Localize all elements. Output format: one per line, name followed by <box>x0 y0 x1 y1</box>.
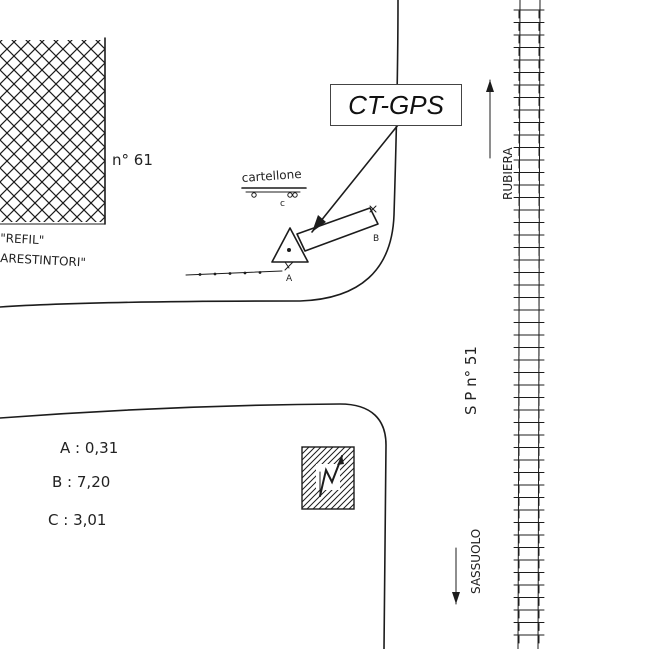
point-b-label: B <box>373 234 379 244</box>
sassuolo-label: SASSUOLO <box>469 529 483 594</box>
building-number-label: n° 61 <box>112 151 153 169</box>
ct-gps-label: CT-GPS <box>348 89 444 120</box>
survey-point-triangle-icon <box>271 227 309 271</box>
measure-a: A : 0,31 <box>60 439 118 457</box>
billboard-label: cartellone <box>241 167 302 185</box>
railway <box>513 0 545 649</box>
arrow-rubiera-icon <box>486 79 494 159</box>
ct-gps-label-box: CT-GPS <box>330 84 462 126</box>
road-edge-lower <box>0 403 387 649</box>
rubiera-label: RUBIERA <box>501 147 515 200</box>
building-n61 <box>0 37 106 225</box>
point-a-label: A <box>286 274 293 284</box>
north-arrow-icon <box>301 446 355 510</box>
measure-b: B : 7,20 <box>52 473 110 491</box>
road-name-label: S P n° 51 <box>462 346 480 415</box>
measure-c: C : 3,01 <box>48 511 106 529</box>
billboard-c-label: c <box>280 199 285 209</box>
billboard <box>241 187 307 198</box>
arestintori-label: ARESTINTORI" <box>0 251 86 269</box>
guard-rail <box>185 270 283 276</box>
arrow-sassuolo-icon <box>452 547 460 605</box>
refil-label: "REFIL" <box>0 231 45 247</box>
measure-rectangle <box>296 207 379 252</box>
gps-pointer-arrow <box>311 124 399 233</box>
